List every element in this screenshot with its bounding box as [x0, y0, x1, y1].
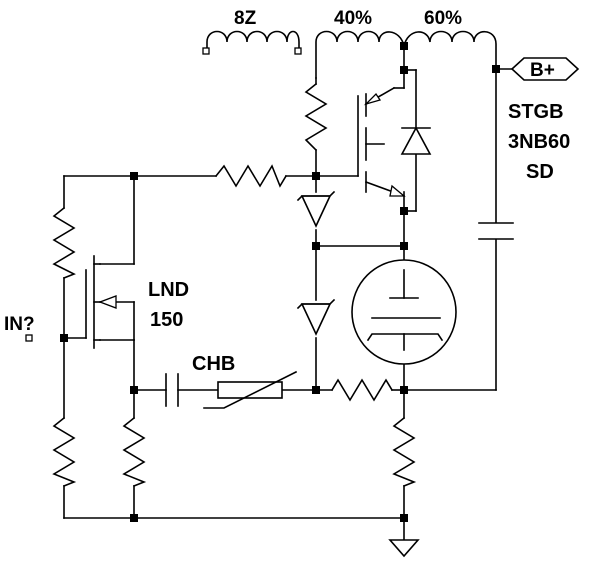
junction-dots — [60, 42, 500, 522]
resistor-gate-feed — [214, 164, 288, 188]
zener-upper — [296, 190, 336, 228]
label-mosfet-part-1: LND — [148, 279, 189, 301]
resistor-cathode — [392, 416, 417, 488]
label-mosfet-part-2: 150 — [150, 309, 183, 331]
thermistor — [203, 370, 298, 409]
resistor-grid-stopper — [330, 378, 394, 402]
resistor-left-bottom — [52, 416, 77, 488]
label-igbt-part-3: SD — [526, 161, 554, 183]
label-60-percent: 60% — [424, 8, 462, 29]
label-8z: 8Z — [234, 8, 257, 29]
label-input: IN? — [4, 314, 35, 335]
label-40-percent: 40% — [334, 8, 372, 29]
transformer-secondary-8z — [202, 30, 302, 55]
label-bplus: B+ — [530, 60, 555, 81]
vacuum-tube — [351, 259, 457, 365]
label-igbt-part-2: 3NB60 — [508, 131, 570, 153]
mosfet-lnd150 — [85, 255, 117, 349]
resistor-source — [122, 416, 147, 488]
label-igbt-part-1: STGB — [508, 101, 564, 123]
capacitor-chb — [165, 373, 179, 407]
terminal-8z-left — [202, 47, 210, 55]
igbt-transistor — [357, 86, 406, 198]
resistor-plate-feed — [304, 82, 328, 152]
input-terminal — [25, 334, 33, 342]
ground-icon — [388, 539, 420, 558]
igbt-diode — [400, 126, 432, 155]
resistor-left-top — [52, 206, 76, 280]
terminal-8z-right — [294, 47, 302, 55]
zener-lower — [296, 298, 336, 336]
label-chb: CHB — [192, 353, 235, 375]
capacitor-bplus — [478, 222, 514, 240]
